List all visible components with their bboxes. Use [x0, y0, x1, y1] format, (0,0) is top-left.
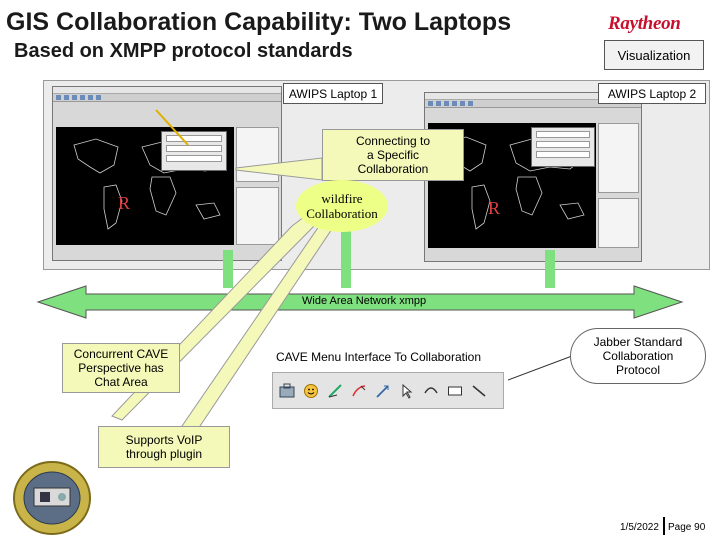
wildfire-callout: wildfire Collaboration [296, 180, 388, 232]
agency-seal-icon [13, 461, 91, 535]
arc-icon[interactable] [421, 381, 441, 401]
network-label: Wide Area Network xmpp [302, 295, 427, 307]
smiley-icon[interactable] [301, 381, 321, 401]
cave-chat-callout: Concurrent CAVE Perspective has Chat Are… [62, 343, 180, 393]
connect-dialog-1[interactable] [161, 131, 227, 171]
line-icon[interactable] [469, 381, 489, 401]
laptop-1-window [52, 86, 282, 261]
chat-pane-top-2 [598, 123, 639, 193]
page-subtitle: Based on XMPP protocol standards [14, 40, 353, 62]
chat-pane-bottom-1[interactable] [236, 187, 279, 245]
pencil-curve-icon[interactable] [349, 381, 369, 401]
r-marker-2-icon: R [488, 198, 501, 218]
r-marker-1-icon: R [118, 193, 131, 213]
laptop-2-stub [545, 250, 555, 288]
raytheon-logo: Raytheon [608, 13, 681, 34]
laptop-1-stub [223, 250, 233, 288]
laptop-2-label: AWIPS Laptop 2 [598, 83, 706, 104]
pointer-icon[interactable] [397, 381, 417, 401]
laptop-1-label: AWIPS Laptop 1 [283, 83, 383, 104]
footer-divider [663, 517, 665, 535]
chat-pane-bottom-2[interactable] [598, 198, 639, 248]
connecting-callout: Connecting to a Specific Collaboration [322, 129, 464, 181]
toolbox-icon[interactable] [277, 381, 297, 401]
footer-page: Page 90 [668, 522, 706, 533]
wildfire-stub [341, 222, 351, 288]
connect-dialog-2[interactable] [531, 127, 595, 167]
page-title: GIS Collaboration Capability: Two Laptop… [6, 8, 512, 36]
rectangle-icon[interactable] [445, 381, 465, 401]
cave-menu-label: CAVE Menu Interface To Collaboration [276, 350, 482, 364]
network-arrow [36, 285, 684, 319]
footer-date: 1/5/2022 [620, 522, 659, 533]
voip-callout: Supports VoIP through plugin [98, 426, 230, 468]
visualization-label: Visualization [604, 40, 704, 70]
jabber-callout: Jabber Standard Collaboration Protocol [570, 328, 706, 384]
pencil-line-icon[interactable] [325, 381, 345, 401]
pencil-arrow-icon[interactable] [373, 381, 393, 401]
cave-collaboration-toolbar [272, 372, 504, 409]
